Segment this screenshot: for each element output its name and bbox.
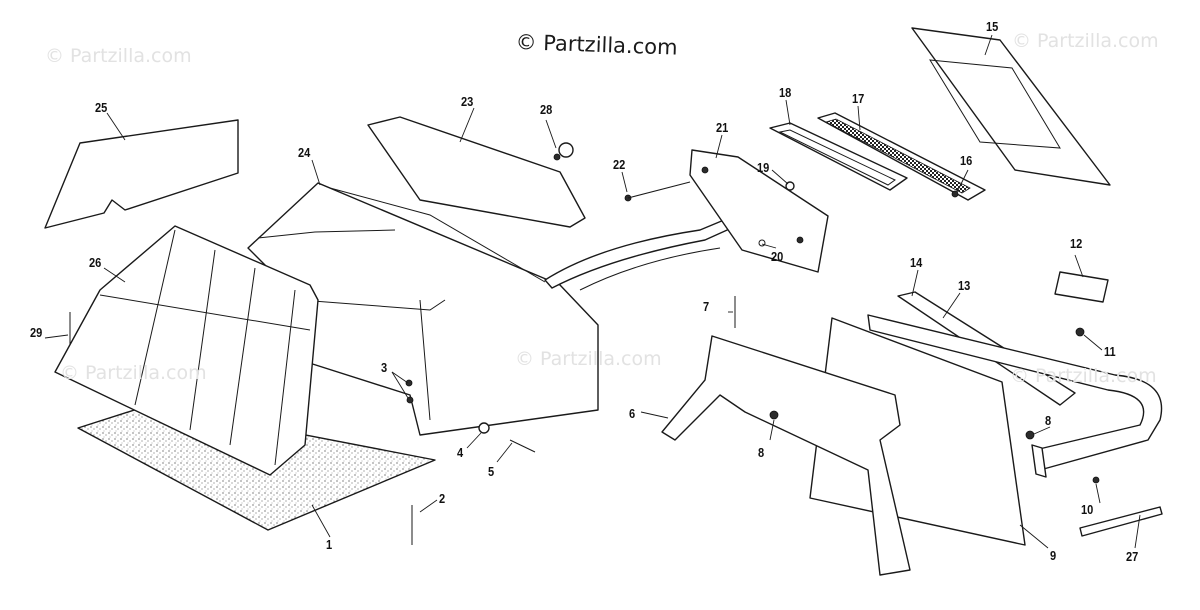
watermark-faint: © Partzilla.com <box>1010 365 1157 387</box>
part-27-trim-strip <box>1079 506 1163 537</box>
callout-24: 24 <box>298 145 311 160</box>
callout-25: 25 <box>95 100 108 115</box>
part-25-panel <box>44 119 239 229</box>
callout-21: 21 <box>716 120 729 135</box>
part-18-gasket <box>769 122 908 191</box>
part-15-windshield <box>911 27 1111 186</box>
callout-29: 29 <box>30 325 43 340</box>
part-12-decal <box>1054 271 1109 303</box>
part-21-bracket <box>689 149 829 273</box>
callout-27: 27 <box>1126 549 1139 564</box>
watermark-faint: © Partzilla.com <box>60 362 207 384</box>
callout-11: 11 <box>1104 344 1116 359</box>
callout-5: 5 <box>488 464 495 479</box>
callout-3: 3 <box>381 360 388 375</box>
callout-19: 19 <box>757 160 770 175</box>
part-26-seat-frame <box>54 225 319 476</box>
callout-8: 8 <box>1045 413 1052 428</box>
callout-18: 18 <box>779 85 792 100</box>
callout-13: 13 <box>958 278 971 293</box>
callout-10: 10 <box>1081 502 1094 517</box>
callout-12: 12 <box>1070 236 1083 251</box>
watermark-faint: © Partzilla.com <box>515 348 662 370</box>
callout-7: 7 <box>703 299 710 314</box>
callout-1: 1 <box>326 537 333 552</box>
callout-20: 20 <box>771 249 784 264</box>
callout-26: 26 <box>89 255 102 270</box>
callout-8: 8 <box>758 445 765 460</box>
callout-2: 2 <box>439 491 446 506</box>
callout-23: 23 <box>461 94 474 109</box>
callout-14: 14 <box>910 255 923 270</box>
part-28-clip <box>553 142 574 161</box>
leader-lines <box>44 34 1141 549</box>
part-6-rear-frame <box>661 335 911 576</box>
callout-17: 17 <box>852 91 865 106</box>
callout-15: 15 <box>986 19 999 34</box>
watermark-faint: © Partzilla.com <box>1012 30 1159 52</box>
fasteners <box>69 181 1100 545</box>
part-23-hood-panel <box>367 116 586 228</box>
watermark-faint: © Partzilla.com <box>45 45 192 67</box>
part-17-grille <box>817 112 986 201</box>
callout-4: 4 <box>457 445 464 460</box>
callout-6: 6 <box>629 406 636 421</box>
callout-9: 9 <box>1050 548 1057 563</box>
part-13-bumper <box>867 314 1163 478</box>
callout-16: 16 <box>960 153 973 168</box>
callout-22: 22 <box>613 157 626 172</box>
callout-28: 28 <box>540 102 553 117</box>
